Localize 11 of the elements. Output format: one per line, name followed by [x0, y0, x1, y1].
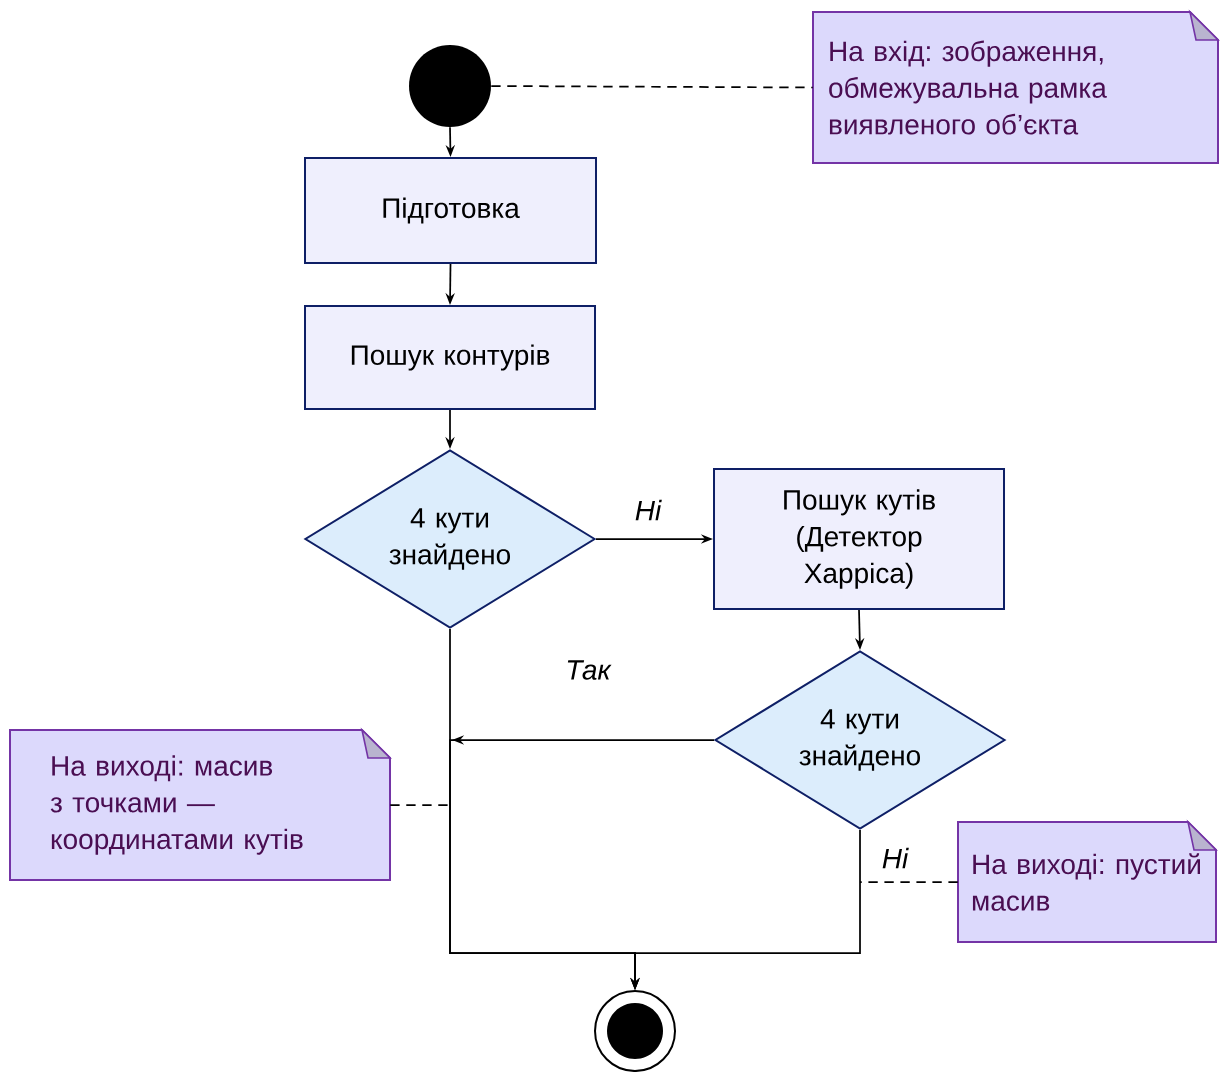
leader-line: [389, 804, 451, 806]
leader-line: [859, 881, 959, 883]
process-box: Пошук кутів (Детектор Харріса): [713, 468, 1005, 610]
leader-line: [490, 85, 814, 89]
end-circle: [594, 990, 676, 1072]
process-box: Підготовка: [304, 157, 597, 264]
edge-label: Так: [562, 657, 614, 683]
edge-label: Ні: [632, 497, 664, 523]
edge-label: Ні: [879, 845, 911, 871]
start-circle: [409, 45, 491, 127]
process-box: Пошук контурів: [304, 305, 596, 410]
